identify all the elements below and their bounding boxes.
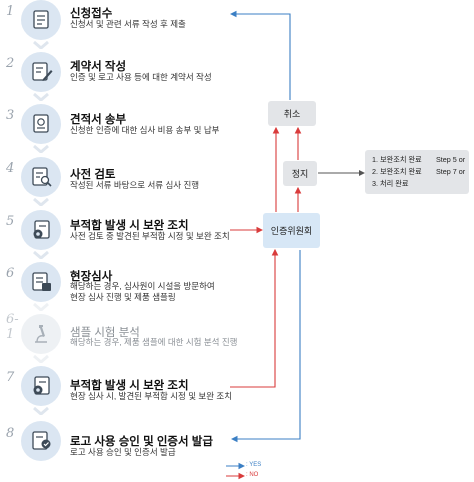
- microscope-icon: [35, 325, 47, 343]
- step-description: 해당하는 경우, 제품 샘플에 대한 시험 분석 진행: [70, 337, 238, 347]
- step-description: 신청서 및 관련 서류 작성 후 제출: [70, 19, 186, 29]
- chevron-down-icon: [33, 407, 49, 415]
- step-number: 5: [6, 214, 15, 229]
- step-number: 6: [6, 266, 15, 281]
- step-number: 2: [6, 56, 15, 71]
- application-form-icon: [33, 10, 49, 29]
- step-title: 부적합 발생 시 보완 조치: [70, 380, 189, 392]
- contract-pen-icon: [32, 62, 53, 81]
- step-icon-circle: [21, 52, 61, 92]
- step-title: 신청접수: [70, 8, 113, 20]
- resolution-notes: 1. 보완조치 완료 Step 5 or 2. 보완조치 완료 Step 7 o…: [365, 150, 469, 194]
- cancel-to-step1-arrow: [229, 10, 291, 100]
- step-title: 사전 검토: [70, 169, 116, 181]
- note-target: Step 5 or: [436, 155, 466, 164]
- step-title: 샘플 시험 분석: [70, 327, 140, 339]
- note-label: 1. 보완조치 완료: [372, 155, 422, 164]
- note-label: 2. 보완조치 완료: [372, 167, 422, 176]
- committee-to-step8-arrow: [230, 250, 301, 443]
- step-icon-circle: [21, 262, 61, 302]
- note-label: 3. 처리 완료: [372, 179, 409, 188]
- step-title: 부적합 발생 시 보완 조치: [70, 220, 189, 232]
- step-number: 7: [6, 370, 15, 385]
- document-review-icon: [32, 167, 52, 187]
- chevron-down-icon: [33, 355, 49, 363]
- step-description: 신청한 인증에 대한 심사 비용 송부 및 납부: [70, 125, 220, 135]
- step-icon-circle: [21, 210, 61, 250]
- step-icon-circle: [21, 366, 61, 406]
- step-description: 현장 심사 진행 및 제품 샘플링: [70, 292, 176, 302]
- step-title: 현장심사: [70, 271, 113, 283]
- chevron-down-icon: [33, 145, 49, 153]
- legend-no-label: : NO: [246, 472, 259, 478]
- step-number: 4: [6, 161, 15, 176]
- note-target: Step 7 or: [436, 167, 466, 176]
- step-icon-circle: [21, 314, 61, 354]
- step-description: 작성된 서류 바탕으로 서류 심사 진행: [70, 180, 200, 190]
- quotation-document-icon: [33, 114, 49, 133]
- step-number: 8: [6, 426, 15, 441]
- step-number: 6-1: [6, 312, 19, 342]
- legend-yes-label: : YES: [246, 462, 262, 468]
- step-icon-circle: [21, 157, 61, 197]
- step-description: 사전 검토 중 발견된 부적합 시정 및 보완 조치: [70, 231, 230, 241]
- step-number: 3: [6, 108, 15, 123]
- step-description: 인증 및 로고 사용 등에 대한 계약서 작성: [70, 72, 212, 82]
- step-icon-circle: [21, 0, 61, 40]
- chevron-down-icon: [33, 251, 49, 259]
- step-title: 견적서 송부: [70, 114, 127, 126]
- onsite-inspection-icon: [32, 272, 51, 291]
- step-description: 현장 심사 시, 발견된 부적합 시정 및 보완 조치: [70, 391, 233, 401]
- gear-document-icon: [33, 376, 50, 395]
- step-description: 해당하는 경우, 심사원이 시설을 방문하여: [70, 281, 215, 291]
- chevron-down-icon: [33, 41, 49, 49]
- gear-document-icon: [33, 220, 50, 239]
- step-title: 계약서 작성: [70, 61, 127, 73]
- step-number: 1: [6, 4, 15, 19]
- step-icon-circle: [21, 104, 61, 144]
- step-icon-circle: [21, 421, 61, 461]
- step7-to-committee-arrow: [230, 248, 279, 388]
- step-description: 로고 사용 승인 및 인증서 발급: [70, 447, 176, 457]
- committee-box: 인증위원회: [263, 213, 320, 248]
- step-title: 로고 사용 승인 및 인증서 발급: [70, 436, 213, 448]
- cancel-box: 취소: [268, 101, 316, 126]
- chevron-down-icon: [33, 93, 49, 101]
- chevron-down-icon: [33, 198, 49, 206]
- chevron-down-icon: [33, 303, 49, 311]
- stop-box: 정지: [283, 161, 317, 186]
- certificate-approval-icon: [32, 431, 51, 450]
